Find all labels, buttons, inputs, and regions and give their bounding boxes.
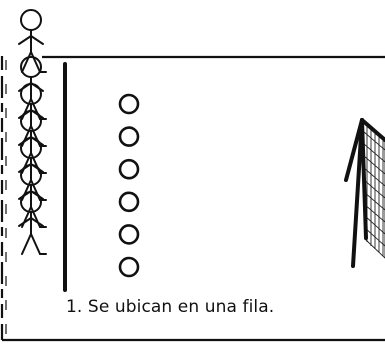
- goal-net-icon: [344, 118, 385, 268]
- row-of-people: [18, 9, 47, 255]
- ball-column: [118, 93, 140, 278]
- ball: [118, 93, 140, 115]
- ball: [118, 224, 140, 245]
- goal-posts: [344, 118, 385, 268]
- caption: 1. Se ubican en una fila.: [66, 297, 275, 317]
- goal-crossbar: [360, 118, 385, 142]
- person: [18, 9, 47, 73]
- field-frame: [0, 55, 385, 342]
- person-head: [20, 9, 42, 31]
- goal-support: [351, 118, 364, 268]
- ball: [118, 158, 140, 180]
- ball: [118, 191, 140, 213]
- ball: [118, 126, 140, 147]
- goal-net-mesh: [361, 119, 385, 259]
- goal-front-post: [344, 118, 364, 182]
- ball: [118, 256, 140, 278]
